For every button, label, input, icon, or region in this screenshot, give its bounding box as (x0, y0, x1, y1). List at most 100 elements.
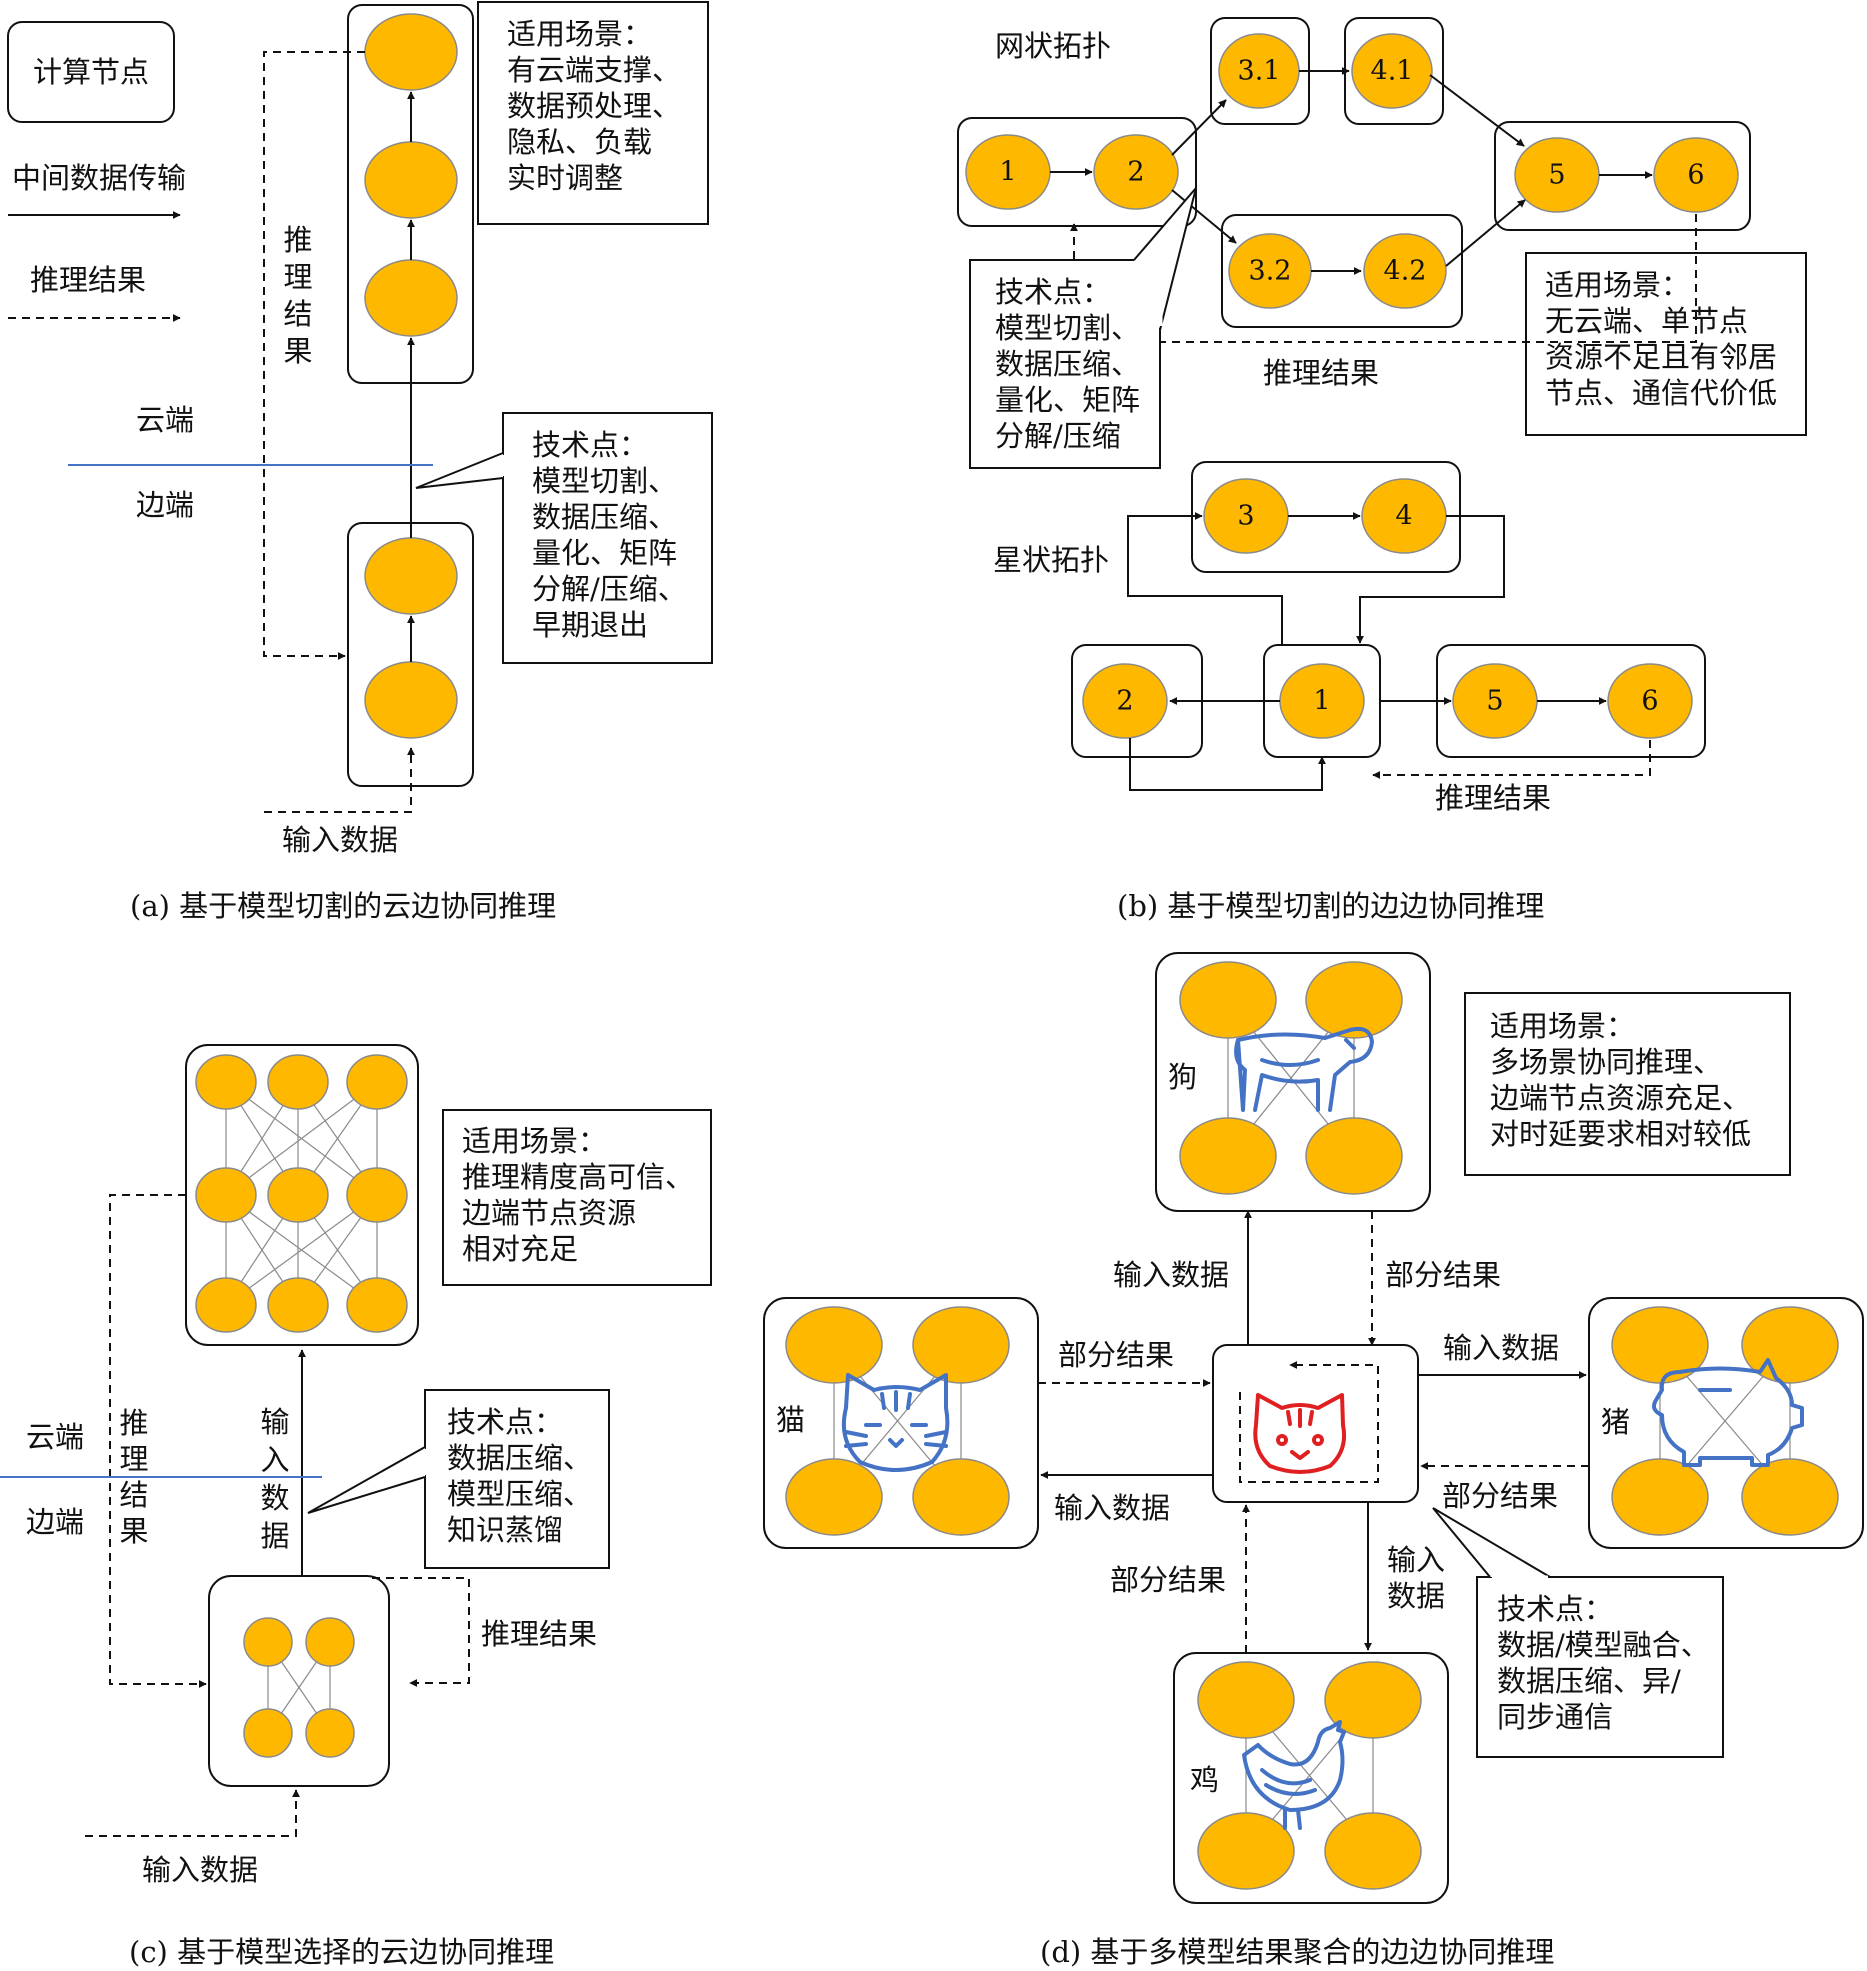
chicken-node-group (1173, 1652, 1449, 1904)
cloud-label: 云端 (26, 1420, 84, 1454)
technique-line-5: 分解/压缩、 (532, 572, 687, 606)
panel-b: 网状拓扑 1 2 3.1 4.1 3.2 4.2 5 6 推理结果 (957, 17, 1807, 923)
mesh-title: 网状拓扑 (995, 29, 1111, 63)
scenario-line-4: 隐私、负载 (507, 125, 652, 159)
mesh-technique-line-1: 技术点： (995, 275, 1111, 309)
star-node-2-label: 2 (1116, 686, 1133, 717)
mesh-group-32-42 (1221, 214, 1463, 328)
caption-d: (d) 基于多模型结果聚合的边边协同推理 (1040, 1935, 1554, 1969)
arrow-s1-s3 (1127, 512, 1283, 645)
scenario-line-4: 相对充足 (462, 1232, 578, 1266)
edge-small-model (208, 1575, 390, 1787)
caption-c: (c) 基于模型选择的云边协同推理 (129, 1935, 554, 1969)
pig-label: 猪 (1601, 1405, 1630, 1439)
star-result-label: 推理结果 (1435, 781, 1551, 815)
input-dashed-arrow (85, 1789, 300, 1837)
mesh-scenario-box (1525, 252, 1807, 436)
dog-node (1305, 1117, 1403, 1195)
panel-a: 计算节点 中间数据传输 推理结果 推 理 结 果 输入数据 云端 边端 适用场 (7, 1, 713, 923)
big-node (195, 1054, 257, 1110)
cat-label: 猫 (776, 1403, 805, 1437)
star-result-arrow (1372, 740, 1651, 779)
technique-line-2: 数据/模型融合、 (1497, 1628, 1710, 1662)
arrow-41-5 (1429, 74, 1525, 147)
input-label: 输入数据 (282, 823, 398, 857)
cat-node (785, 1458, 883, 1536)
input-bottom-label-2: 数据 (1387, 1579, 1445, 1613)
input-left-label: 输入数据 (1054, 1491, 1170, 1525)
mesh-node-4-2-label: 4.2 (1384, 256, 1427, 287)
mesh-result-line (1160, 214, 1697, 343)
star-node-5-label: 5 (1486, 686, 1503, 717)
technique-line-4: 同步通信 (1497, 1700, 1613, 1734)
star-node-6 (1607, 663, 1693, 739)
cat-node (785, 1306, 883, 1384)
technique-callout-pointer (415, 452, 504, 489)
mesh-node-4-1 (1351, 33, 1433, 109)
technique-box (424, 1389, 610, 1569)
star-node-1-label: 1 (1313, 686, 1330, 717)
cat-node (912, 1458, 1010, 1536)
dog-icon (1234, 1026, 1374, 1112)
technique-line-6: 早期退出 (532, 608, 648, 642)
arrow-2-32 (1171, 189, 1237, 244)
edge-node-1 (364, 661, 458, 739)
mesh-scenario-line-4: 节点、通信代价低 (1545, 376, 1777, 410)
input-bottom-label-1: 输入 (1387, 1543, 1445, 1577)
legend-result-label: 推理结果 (30, 263, 146, 297)
scenario-line-2: 多场景协同推理、 (1490, 1045, 1722, 1079)
mesh-node-3-1-label: 3.1 (1238, 56, 1281, 87)
edge-label: 边端 (136, 488, 194, 522)
mesh-node-6 (1653, 137, 1739, 213)
result-vertical-1: 推 (119, 1406, 148, 1440)
cat-node-group (763, 1297, 1039, 1549)
technique-box (502, 412, 713, 664)
big-node (267, 1054, 329, 1110)
result-dashed-arrow (263, 51, 365, 660)
mesh-technique-box (969, 259, 1161, 469)
chicken-node (1324, 1661, 1422, 1739)
dog-node (1305, 961, 1403, 1039)
input-label: 输入数据 (142, 1853, 258, 1887)
mesh-group-56 (1494, 121, 1751, 231)
cloud-label: 云端 (136, 403, 194, 437)
technique-callout-pointer (307, 1446, 426, 1514)
scenario-line-1: 适用场景： (462, 1124, 607, 1158)
input-right-label: 输入数据 (1443, 1331, 1559, 1365)
dog-node (1179, 1117, 1277, 1195)
technique-line-3: 模型压缩、 (447, 1477, 592, 1511)
chicken-node (1197, 1812, 1295, 1890)
scenario-box (477, 1, 709, 225)
cloud-node-3 (364, 13, 458, 91)
result-vertical-2: 理 (119, 1442, 148, 1476)
cat-icon (841, 1373, 950, 1472)
input-vertical-4: 据 (260, 1519, 289, 1553)
scenario-line-4: 对时延要求相对较低 (1490, 1117, 1751, 1151)
pig-node (1611, 1306, 1709, 1384)
partial-left-label: 部分结果 (1058, 1338, 1174, 1372)
result-vertical-3: 结 (283, 297, 312, 331)
input-dashed-arrow (264, 747, 415, 813)
partial-bottom-label: 部分结果 (1110, 1563, 1226, 1597)
result-label: 推理结果 (481, 1617, 597, 1651)
edge-node-2 (364, 537, 458, 615)
edge-result-dashed-arrow (372, 1577, 470, 1687)
center-cat-icon (1253, 1393, 1347, 1474)
center-local-dashed-loop (1239, 1361, 1379, 1483)
chicken-label: 鸡 (1190, 1763, 1219, 1797)
cloud-node-1 (364, 259, 458, 337)
star-title: 星状拓扑 (993, 543, 1109, 577)
big-node (346, 1277, 408, 1333)
legend-node-box (7, 21, 175, 123)
panel-d: 狗 猫 猪 (763, 952, 1864, 1969)
arrow-s2-s1 (1129, 738, 1326, 791)
scenario-line-3: 边端节点资源充足、 (1490, 1081, 1751, 1115)
pig-node (1611, 1458, 1709, 1536)
scenario-line-3: 数据预处理、 (507, 89, 681, 123)
mesh-node-6-label: 6 (1687, 160, 1704, 191)
center-node (1212, 1344, 1419, 1503)
edge-label: 边端 (26, 1505, 84, 1539)
pig-node (1741, 1458, 1839, 1536)
mesh-scenario-line-2: 无云端、单节点 (1545, 304, 1748, 338)
arrow-s4-s1 (1356, 515, 1505, 644)
